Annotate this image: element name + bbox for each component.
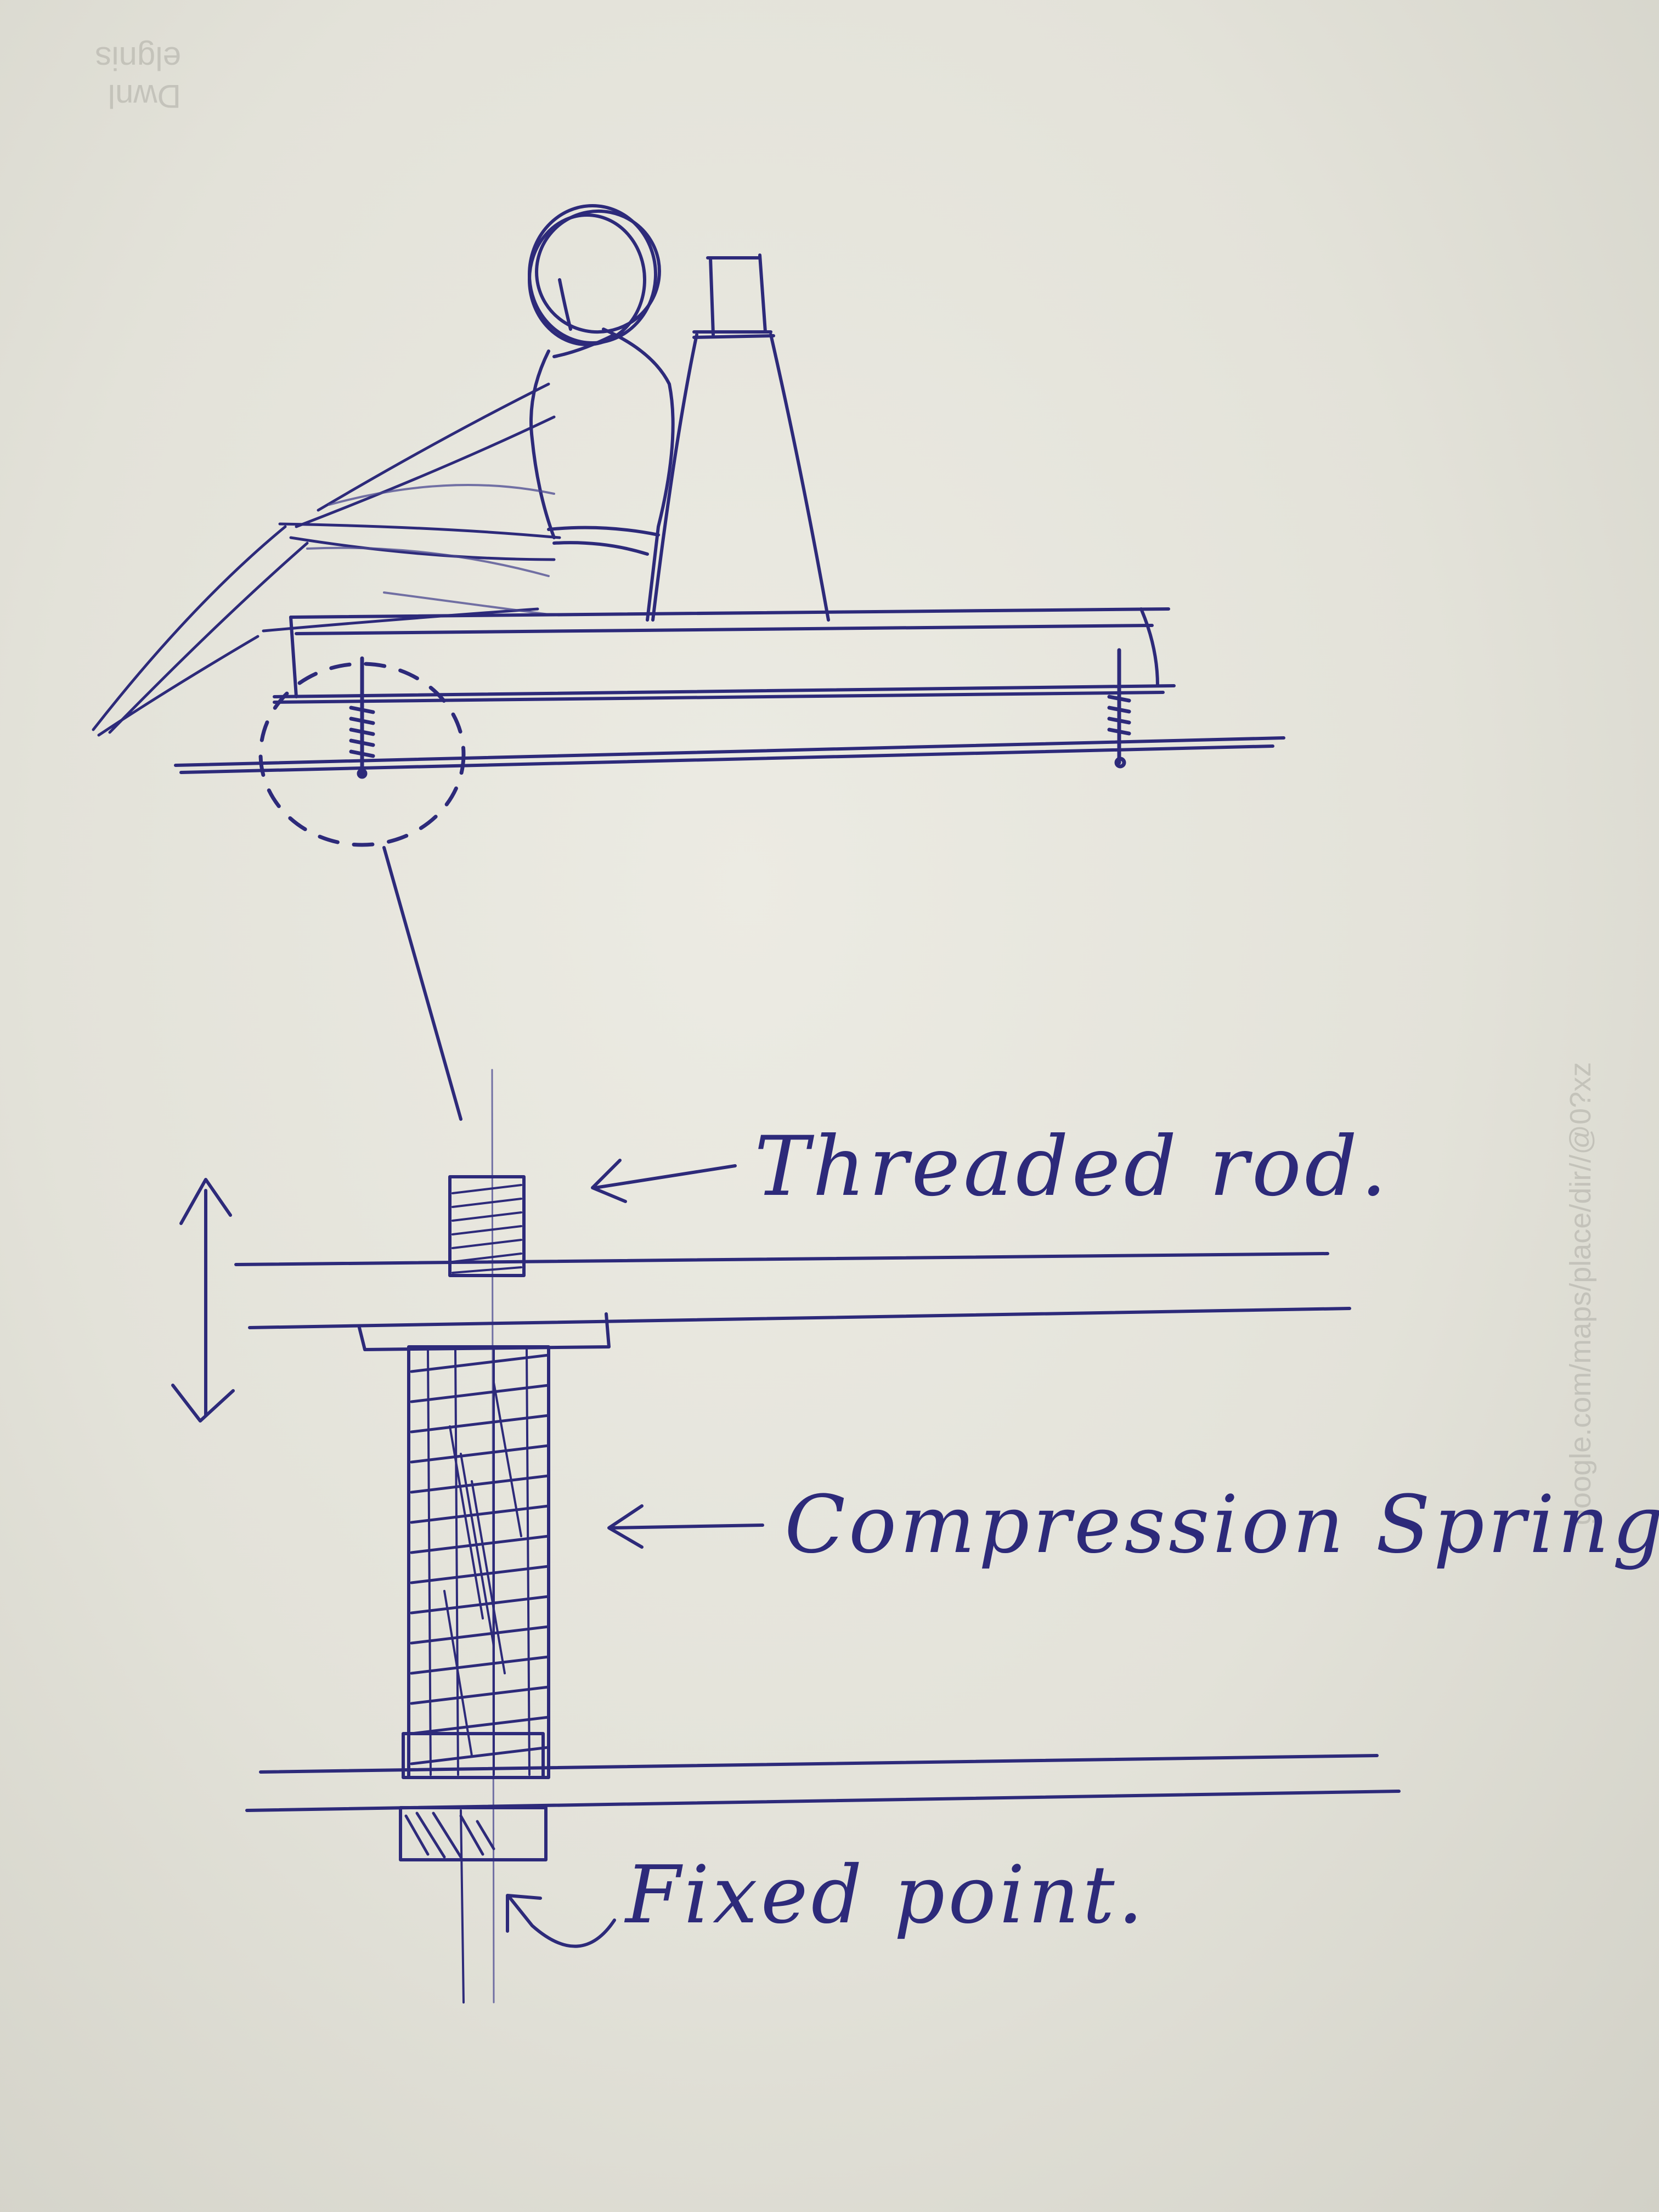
fixed-point-label: Fixed point. — [625, 1849, 1147, 1942]
seated-person-figure — [92, 204, 675, 737]
seat-platform — [273, 607, 1176, 704]
threaded-rod-arrow — [591, 1159, 737, 1203]
fixed-point-arrow — [506, 1894, 616, 1948]
threaded-rod — [448, 1175, 526, 1277]
small-spring-right — [1107, 648, 1131, 769]
compression-spring-label: Compression Spring. — [785, 1479, 1659, 1571]
fixed-point-block — [399, 1806, 548, 2004]
vertical-movement-arrow — [171, 1178, 235, 1423]
compression-spring-arrow — [607, 1504, 764, 1549]
movable-plate — [234, 1252, 1351, 1351]
backrest-post — [651, 253, 830, 622]
small-spring-left — [349, 656, 375, 779]
threaded-rod-label: Threaded rod. — [754, 1119, 1390, 1215]
compression-spring — [402, 1345, 550, 1779]
detail-callout-circle — [258, 662, 466, 1121]
